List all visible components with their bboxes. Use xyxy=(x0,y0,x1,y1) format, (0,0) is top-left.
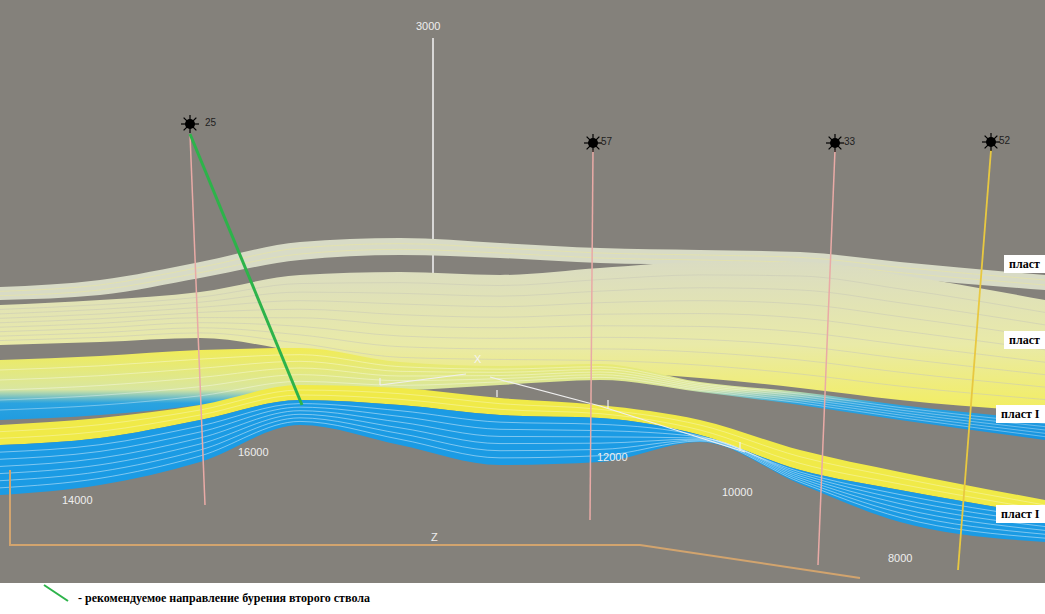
layer-label-box: пласт xyxy=(1004,331,1045,349)
well-number: 33 xyxy=(844,136,855,147)
legend-line-sample xyxy=(44,585,68,601)
layers xyxy=(0,238,1045,542)
layer-name: пласт xyxy=(1009,333,1040,347)
legend-ground xyxy=(0,583,1045,614)
layer-stripe xyxy=(0,411,1045,527)
axis-frame-line xyxy=(10,470,860,578)
axis-value: 3000 xyxy=(416,20,440,32)
axis-frame xyxy=(10,374,860,578)
axis-value: 12000 xyxy=(597,451,628,463)
layer-label-box: пласт xyxy=(1004,255,1045,273)
well-dot xyxy=(830,138,840,148)
legend-text: - рекомендуемое направление бурения втор… xyxy=(78,591,370,605)
background xyxy=(0,0,1045,583)
sidetrack-line xyxy=(190,134,302,405)
wells xyxy=(181,115,1000,570)
axis-name: Z xyxy=(431,531,438,543)
axis-value: 14000 xyxy=(62,494,93,506)
layer-stripe xyxy=(0,414,1045,530)
well-trajectory xyxy=(818,150,835,565)
well-trajectory xyxy=(958,150,991,570)
well-number: 25 xyxy=(205,117,216,128)
well-dot xyxy=(588,138,598,148)
layer-stripe xyxy=(0,418,1045,534)
layer-stripe xyxy=(0,421,1045,538)
well-symbol xyxy=(584,134,602,152)
layer-label-box: пласт I xyxy=(996,405,1045,423)
layer-stripe xyxy=(0,404,1045,519)
layer-band xyxy=(0,400,1045,542)
layer-stripe xyxy=(0,275,1045,313)
well-dot xyxy=(986,137,996,147)
axis-value: 10000 xyxy=(722,486,753,498)
well-symbol xyxy=(982,133,1000,151)
well-trajectory xyxy=(590,150,593,520)
axis-line xyxy=(380,374,745,452)
well-number: 52 xyxy=(999,135,1010,146)
layer-name: пласт I xyxy=(1001,407,1040,421)
layer-name: пласт I xyxy=(1001,507,1040,521)
well-symbols xyxy=(181,115,1000,152)
well-symbol xyxy=(826,134,844,152)
axis-value: 16000 xyxy=(238,446,269,458)
well-dot xyxy=(185,119,195,129)
layer-label-box: пласт I xyxy=(996,505,1045,523)
well-number: 57 xyxy=(601,136,612,147)
well-symbol xyxy=(181,115,199,133)
well-trajectory xyxy=(190,134,205,505)
axis-name: X xyxy=(474,353,481,365)
axis-value: 8000 xyxy=(888,552,912,564)
layer-name: пласт xyxy=(1009,257,1040,271)
